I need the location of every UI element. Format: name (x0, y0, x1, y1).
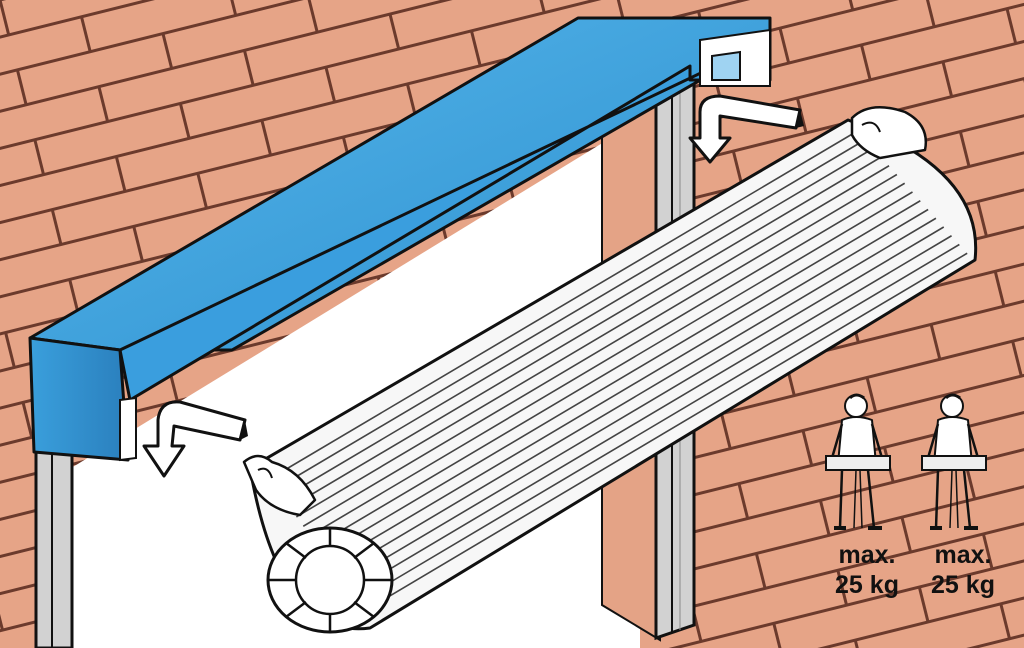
slat-line (309, 182, 906, 537)
slat-line (302, 173, 898, 527)
person-carrying-box-icon (921, 393, 987, 530)
arrow-curved-down-icon (688, 94, 804, 164)
slat-line (364, 252, 968, 612)
slat-line (357, 243, 960, 602)
slat-lines (268, 130, 968, 612)
slat-line (323, 200, 921, 556)
person-carrying-box-icon (825, 393, 891, 530)
hand-left-icon (242, 454, 317, 517)
slat-line (350, 235, 952, 593)
carrier-1-weight-value: 25 kg (835, 571, 899, 599)
hand-right-icon (850, 105, 928, 160)
carrier-1-max-label: max. (838, 541, 896, 569)
arrow-curved-down-icon (142, 400, 248, 478)
slat-line (344, 226, 945, 584)
slat-line (268, 130, 859, 481)
slat-line (316, 191, 913, 546)
slat-line (289, 156, 882, 509)
slat-line (330, 208, 929, 565)
carrier-2-weight-label: max. 25 kg (918, 540, 1008, 600)
roll-end-profile (266, 526, 394, 634)
shutter-box-housing (28, 16, 772, 462)
slat-line (275, 138, 867, 490)
carrier-2-max-label: max. (934, 541, 992, 569)
slat-line (282, 147, 874, 499)
carrier-2-weight-value: 25 kg (931, 571, 995, 599)
carrier-1-weight-label: max. 25 kg (822, 540, 912, 600)
slat-line (337, 217, 937, 574)
guide-rail-left (34, 448, 74, 648)
slat-line (295, 165, 890, 518)
